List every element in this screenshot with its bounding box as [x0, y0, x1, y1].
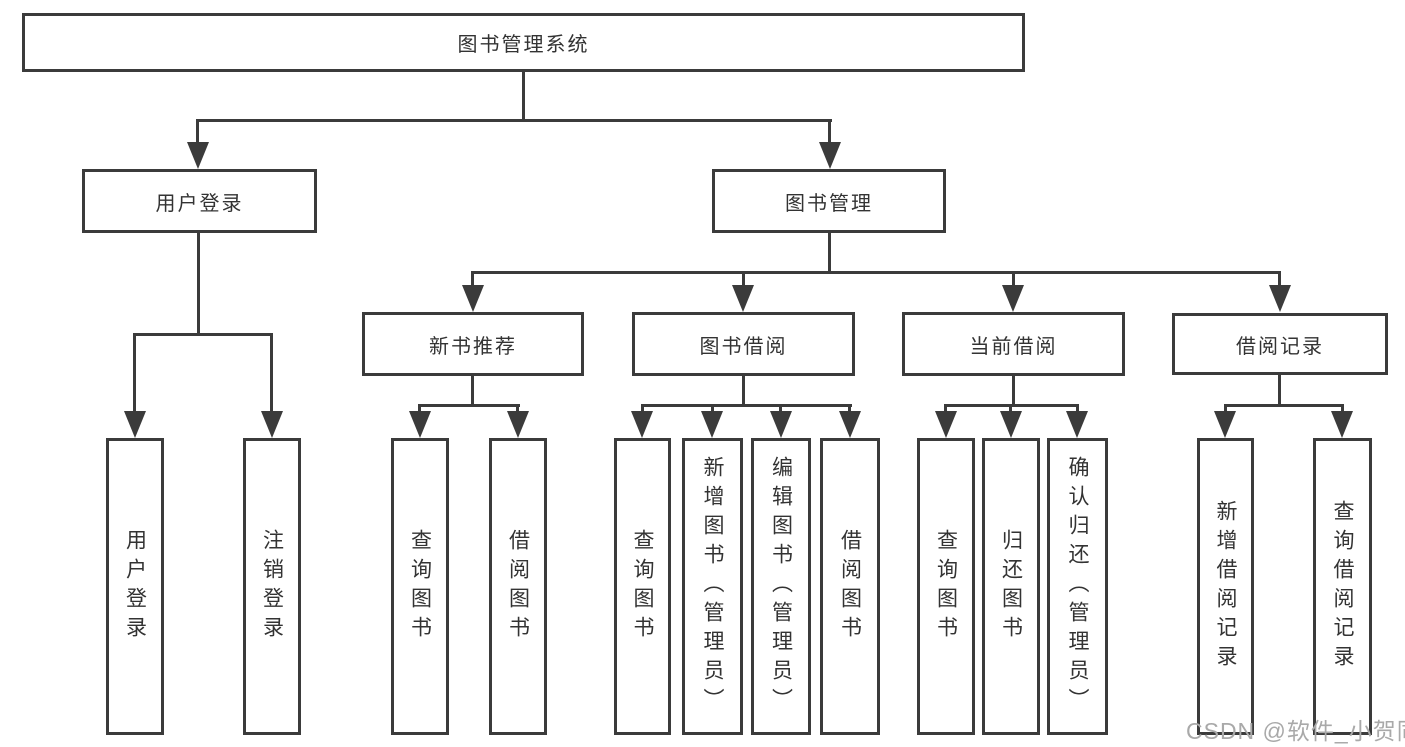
- arrow-down-icon: [124, 411, 146, 438]
- connector-vline: [270, 335, 273, 415]
- connector-vline: [742, 376, 745, 406]
- node-label: 新书推荐: [429, 335, 517, 358]
- node-label: 用户登录: [155, 192, 244, 215]
- leaf-label: 新增借阅记录: [1214, 499, 1238, 674]
- arrow-down-icon: [819, 142, 841, 169]
- arrow-down-icon: [462, 285, 484, 312]
- csdn-watermark: CSDN @软件_小贺同学: [1186, 718, 1405, 744]
- node-book-borrow: 图书借阅: [632, 312, 855, 376]
- leaf-user-login: 用户登录: [106, 438, 164, 735]
- connector-vline: [197, 233, 200, 335]
- leaf-label: 注销登录: [260, 528, 284, 645]
- leaf-newbook-query-book: 查询图书: [391, 438, 449, 735]
- connector-vline: [1012, 273, 1015, 289]
- node-borrow-record: 借阅记录: [1172, 313, 1388, 375]
- leaf-current-return-book: 归还图书: [982, 438, 1040, 735]
- leaf-current-confirm-return-admin: 确认归还（管理员）: [1047, 438, 1108, 735]
- node-new-book-recommend: 新书推荐: [362, 312, 584, 376]
- connector-hline: [471, 271, 1281, 274]
- connector-vline: [1278, 273, 1281, 289]
- node-label: 图书管理系统: [457, 34, 590, 56]
- connector-vline: [522, 72, 525, 121]
- arrow-down-icon: [507, 411, 529, 438]
- leaf-label: 归还图书: [999, 528, 1023, 645]
- leaf-label: 查询图书: [631, 528, 655, 645]
- leaf-borrow-borrow-book: 借阅图书: [820, 438, 880, 735]
- connector-hline: [641, 404, 852, 407]
- arrow-down-icon: [935, 411, 957, 438]
- node-label: 图书借阅: [699, 335, 788, 358]
- connector-hline: [944, 404, 1079, 407]
- arrow-down-icon: [732, 285, 754, 312]
- connector-vline: [196, 121, 199, 149]
- arrow-down-icon: [1002, 285, 1024, 312]
- arrow-down-icon: [631, 411, 653, 438]
- arrow-down-icon: [1214, 411, 1236, 438]
- leaf-label: 查询图书: [408, 528, 432, 645]
- leaf-newbook-borrow-book: 借阅图书: [489, 438, 547, 735]
- connector-vline: [471, 273, 474, 289]
- leaf-borrow-add-book-admin: 新增图书（管理员）: [682, 438, 743, 735]
- leaf-label: 用户登录: [123, 528, 147, 645]
- connector-vline: [828, 121, 831, 149]
- leaf-label: 确认归还（管理员）: [1066, 456, 1090, 717]
- connector-vline: [471, 376, 474, 406]
- arrow-down-icon: [1269, 285, 1291, 312]
- arrow-down-icon: [187, 142, 209, 169]
- node-label: 借阅记录: [1236, 335, 1324, 358]
- leaf-label: 查询借阅记录: [1331, 499, 1355, 674]
- node-label: 当前借阅: [969, 335, 1058, 358]
- leaf-record-query-borrow-record: 查询借阅记录: [1313, 438, 1372, 735]
- connector-vline: [828, 233, 831, 273]
- leaf-record-add-borrow-record: 新增借阅记录: [1197, 438, 1254, 735]
- arrow-down-icon: [409, 411, 431, 438]
- node-book-management: 图书管理: [712, 169, 946, 233]
- arrow-down-icon: [1000, 411, 1022, 438]
- node-user-login: 用户登录: [82, 169, 317, 233]
- leaf-label: 查询图书: [934, 528, 958, 645]
- arrow-down-icon: [770, 411, 792, 438]
- arrow-down-icon: [261, 411, 283, 438]
- leaf-label: 编辑图书（管理员）: [769, 456, 793, 717]
- connector-hline: [196, 119, 832, 122]
- arrow-down-icon: [701, 411, 723, 438]
- connector-hline: [418, 404, 520, 407]
- leaf-logout-login: 注销登录: [243, 438, 301, 735]
- leaf-borrow-query-book: 查询图书: [614, 438, 671, 735]
- leaf-label: 借阅图书: [506, 528, 530, 645]
- connector-hline: [1224, 404, 1344, 407]
- connector-vline: [1012, 376, 1015, 406]
- leaf-label: 借阅图书: [838, 528, 862, 645]
- arrow-down-icon: [1066, 411, 1088, 438]
- node-current-borrow: 当前借阅: [902, 312, 1125, 376]
- node-label: 图书管理: [785, 192, 873, 215]
- connector-vline: [1278, 375, 1281, 406]
- leaf-borrow-edit-book-admin: 编辑图书（管理员）: [751, 438, 811, 735]
- arrow-down-icon: [839, 411, 861, 438]
- leaf-current-query-book: 查询图书: [917, 438, 975, 735]
- connector-vline: [742, 273, 745, 289]
- connector-vline: [133, 335, 136, 415]
- connector-hline: [133, 333, 273, 336]
- leaf-label: 新增图书（管理员）: [701, 456, 725, 717]
- node-root-library-system: 图书管理系统: [22, 13, 1025, 72]
- arrow-down-icon: [1331, 411, 1353, 438]
